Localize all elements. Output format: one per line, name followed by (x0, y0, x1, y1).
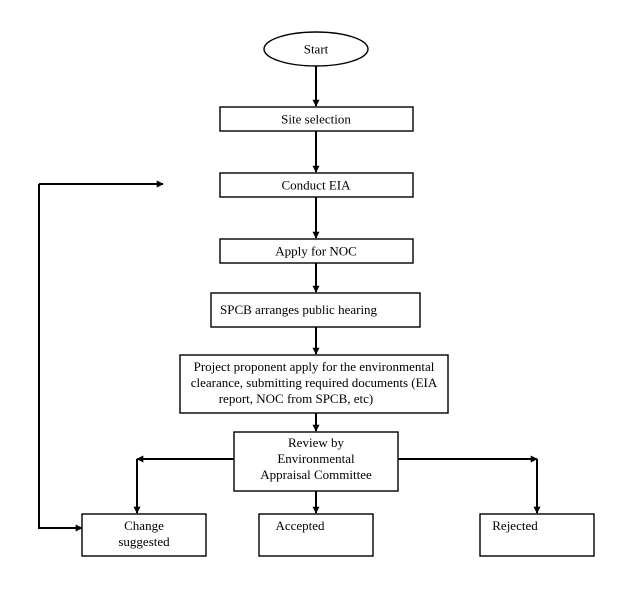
accepted-box (258, 513, 374, 557)
change-suggested-line-2: suggested (118, 534, 170, 549)
review-line-3: Appraisal Committee (260, 467, 372, 482)
start-ellipse (263, 31, 369, 67)
node-apply-noc: Apply for NOC (219, 238, 414, 264)
review-box (233, 431, 399, 492)
node-apply-clearance: Project proponent apply for the environm… (179, 354, 449, 414)
review-line-1: Review by (288, 435, 344, 450)
node-change-suggested: Change suggested (81, 513, 207, 557)
edge-change-suggested-feedback-loop (38, 184, 83, 532)
apply-clearance-line-2: clearance, submitting required documents… (191, 375, 438, 390)
node-public-hearing: SPCB arranges public hearing (210, 292, 421, 328)
change-suggested-line-1: Change (124, 518, 164, 533)
rejected-label: Rejected (492, 518, 538, 533)
connectors (38, 66, 541, 532)
start-label: Start (304, 42, 329, 57)
node-site-selection: Site selection (219, 106, 414, 132)
apply-noc-label: Apply for NOC (275, 244, 357, 259)
public-hearing-box (210, 292, 421, 328)
node-review: Review by Environmental Appraisal Commit… (233, 431, 399, 492)
accepted-label: Accepted (275, 518, 325, 533)
node-rejected: Rejected (479, 513, 595, 557)
change-suggested-box (81, 513, 207, 557)
apply-clearance-box (179, 354, 449, 414)
apply-clearance-line-1: Project proponent apply for the environm… (194, 359, 435, 374)
rejected-box (479, 513, 595, 557)
node-conduct-eia: Conduct EIA (219, 172, 414, 198)
apply-noc-box (219, 238, 414, 264)
site-selection-box (219, 106, 414, 132)
node-accepted: Accepted (258, 513, 374, 557)
public-hearing-label: SPCB arranges public hearing (220, 302, 378, 317)
site-selection-label: Site selection (281, 112, 351, 127)
conduct-eia-box (219, 172, 414, 198)
review-line-2: Environmental (277, 451, 355, 466)
apply-clearance-line-3: report, NOC from SPCB, etc) (219, 391, 374, 406)
conduct-eia-label: Conduct EIA (282, 178, 352, 193)
node-start: Start (263, 31, 369, 67)
